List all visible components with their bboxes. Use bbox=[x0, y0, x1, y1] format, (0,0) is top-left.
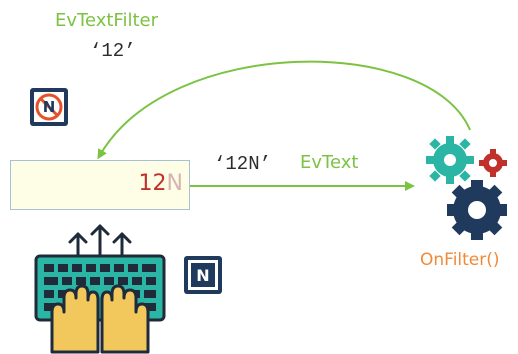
blocked-n-letter: N bbox=[43, 98, 56, 116]
blocked-n-key-icon: N bbox=[30, 88, 68, 126]
text-event-value: ‘12N’ bbox=[214, 153, 272, 175]
input-rejected-char: N bbox=[166, 171, 183, 196]
up-arrows-icon bbox=[68, 224, 132, 260]
input-accepted-text: 12 bbox=[138, 171, 167, 196]
text-input-box[interactable]: 12N bbox=[10, 160, 190, 210]
keyboard-typing-illustration bbox=[34, 224, 166, 354]
n-key-letter: N bbox=[196, 266, 209, 285]
input-text: 12N bbox=[139, 171, 183, 196]
gears-icon bbox=[426, 136, 507, 240]
filter-event-name: EvTextFilter bbox=[55, 10, 159, 31]
filter-event-value: ‘12’ bbox=[90, 40, 136, 62]
teal-gear-icon bbox=[426, 136, 474, 184]
handler-name: OnFilter() bbox=[420, 250, 500, 270]
red-gear-icon bbox=[479, 149, 507, 177]
n-key-icon: N bbox=[184, 256, 222, 294]
navy-gear-icon bbox=[447, 180, 507, 240]
hands-icon bbox=[50, 284, 150, 354]
text-event-name: EvText bbox=[300, 152, 359, 173]
filter-return-arrow bbox=[97, 60, 471, 160]
